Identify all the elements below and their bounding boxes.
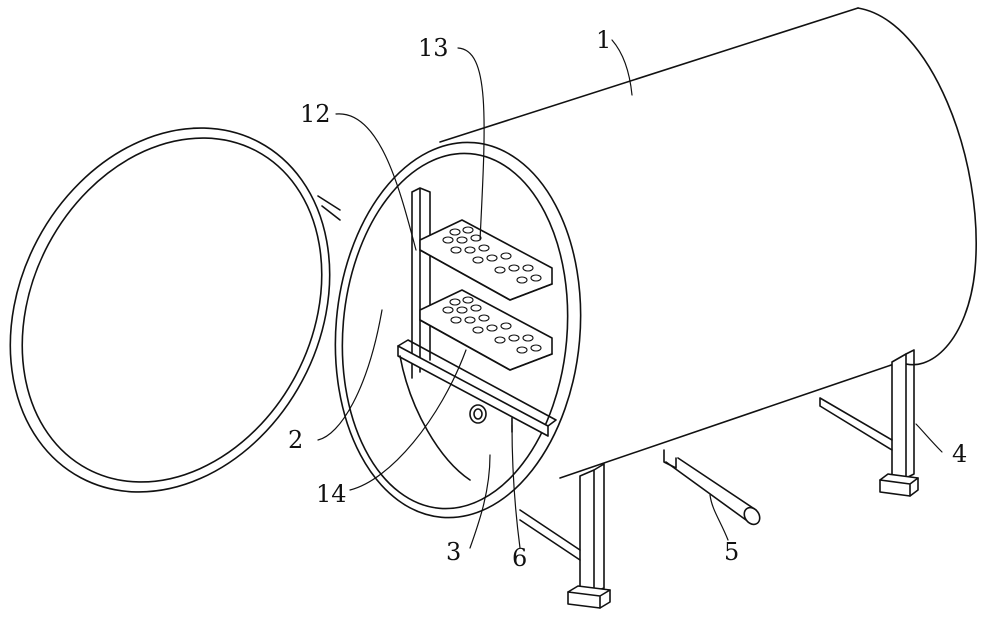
door-hinge	[317, 195, 341, 221]
heater-knob-inner	[473, 408, 483, 420]
door-inner	[21, 137, 323, 483]
lower-tray-holes	[442, 296, 542, 354]
pipe-opening	[743, 506, 761, 526]
trough-curve	[399, 355, 471, 481]
front-leg-side	[593, 463, 605, 593]
leader-13	[457, 47, 485, 241]
rack-post-front	[411, 187, 431, 379]
heater-knob	[469, 404, 487, 424]
lower-tray-edge	[419, 319, 553, 371]
leader-14	[349, 349, 467, 491]
callout-14: 14	[316, 480, 347, 508]
tank-body	[439, 7, 977, 479]
callout-5: 5	[724, 538, 739, 566]
tank-top-edge	[439, 7, 859, 143]
trough-rail	[397, 345, 549, 437]
leader-3	[469, 454, 491, 549]
rear-leg-brace	[819, 397, 893, 451]
tank-bottom-edge	[559, 361, 901, 479]
leader-1	[611, 39, 633, 96]
pipe-tube	[665, 457, 757, 521]
callout-6: 6	[512, 544, 527, 572]
callout-12: 12	[300, 100, 331, 128]
tank-far-end	[857, 7, 977, 366]
callout-4: 4	[952, 440, 967, 468]
upper-tray-holes	[442, 226, 542, 284]
door-outer	[9, 127, 331, 493]
front-leg-foot	[567, 585, 611, 609]
callout-labels: 1 2 3 4 5 6 12 13 14	[288, 26, 967, 572]
upper-tray-edge	[419, 249, 553, 301]
open-door	[9, 127, 341, 493]
rear-leg-side	[905, 349, 915, 479]
bottom-trough	[397, 339, 557, 481]
leader-4	[915, 423, 943, 453]
rear-leg-post	[891, 353, 907, 479]
leader-2	[317, 309, 383, 441]
inner-rack	[411, 187, 553, 379]
leader-5	[709, 494, 729, 541]
rear-leg-foot	[879, 473, 919, 497]
callout-3: 3	[446, 538, 461, 566]
front-leg-foot-edge	[567, 589, 611, 609]
front-leg-post	[579, 469, 595, 593]
callout-1: 1	[596, 26, 611, 54]
callout-2: 2	[288, 426, 303, 454]
leader-lines	[317, 39, 943, 549]
drain-pipe	[663, 449, 761, 526]
callout-13: 13	[418, 34, 449, 62]
rear-leg-foot-edge	[879, 477, 919, 497]
leader-12	[335, 113, 417, 251]
leader-6	[511, 424, 521, 549]
flange-inner	[341, 152, 569, 510]
front-leg-brace	[519, 509, 581, 561]
trough-rail-top	[397, 339, 557, 427]
